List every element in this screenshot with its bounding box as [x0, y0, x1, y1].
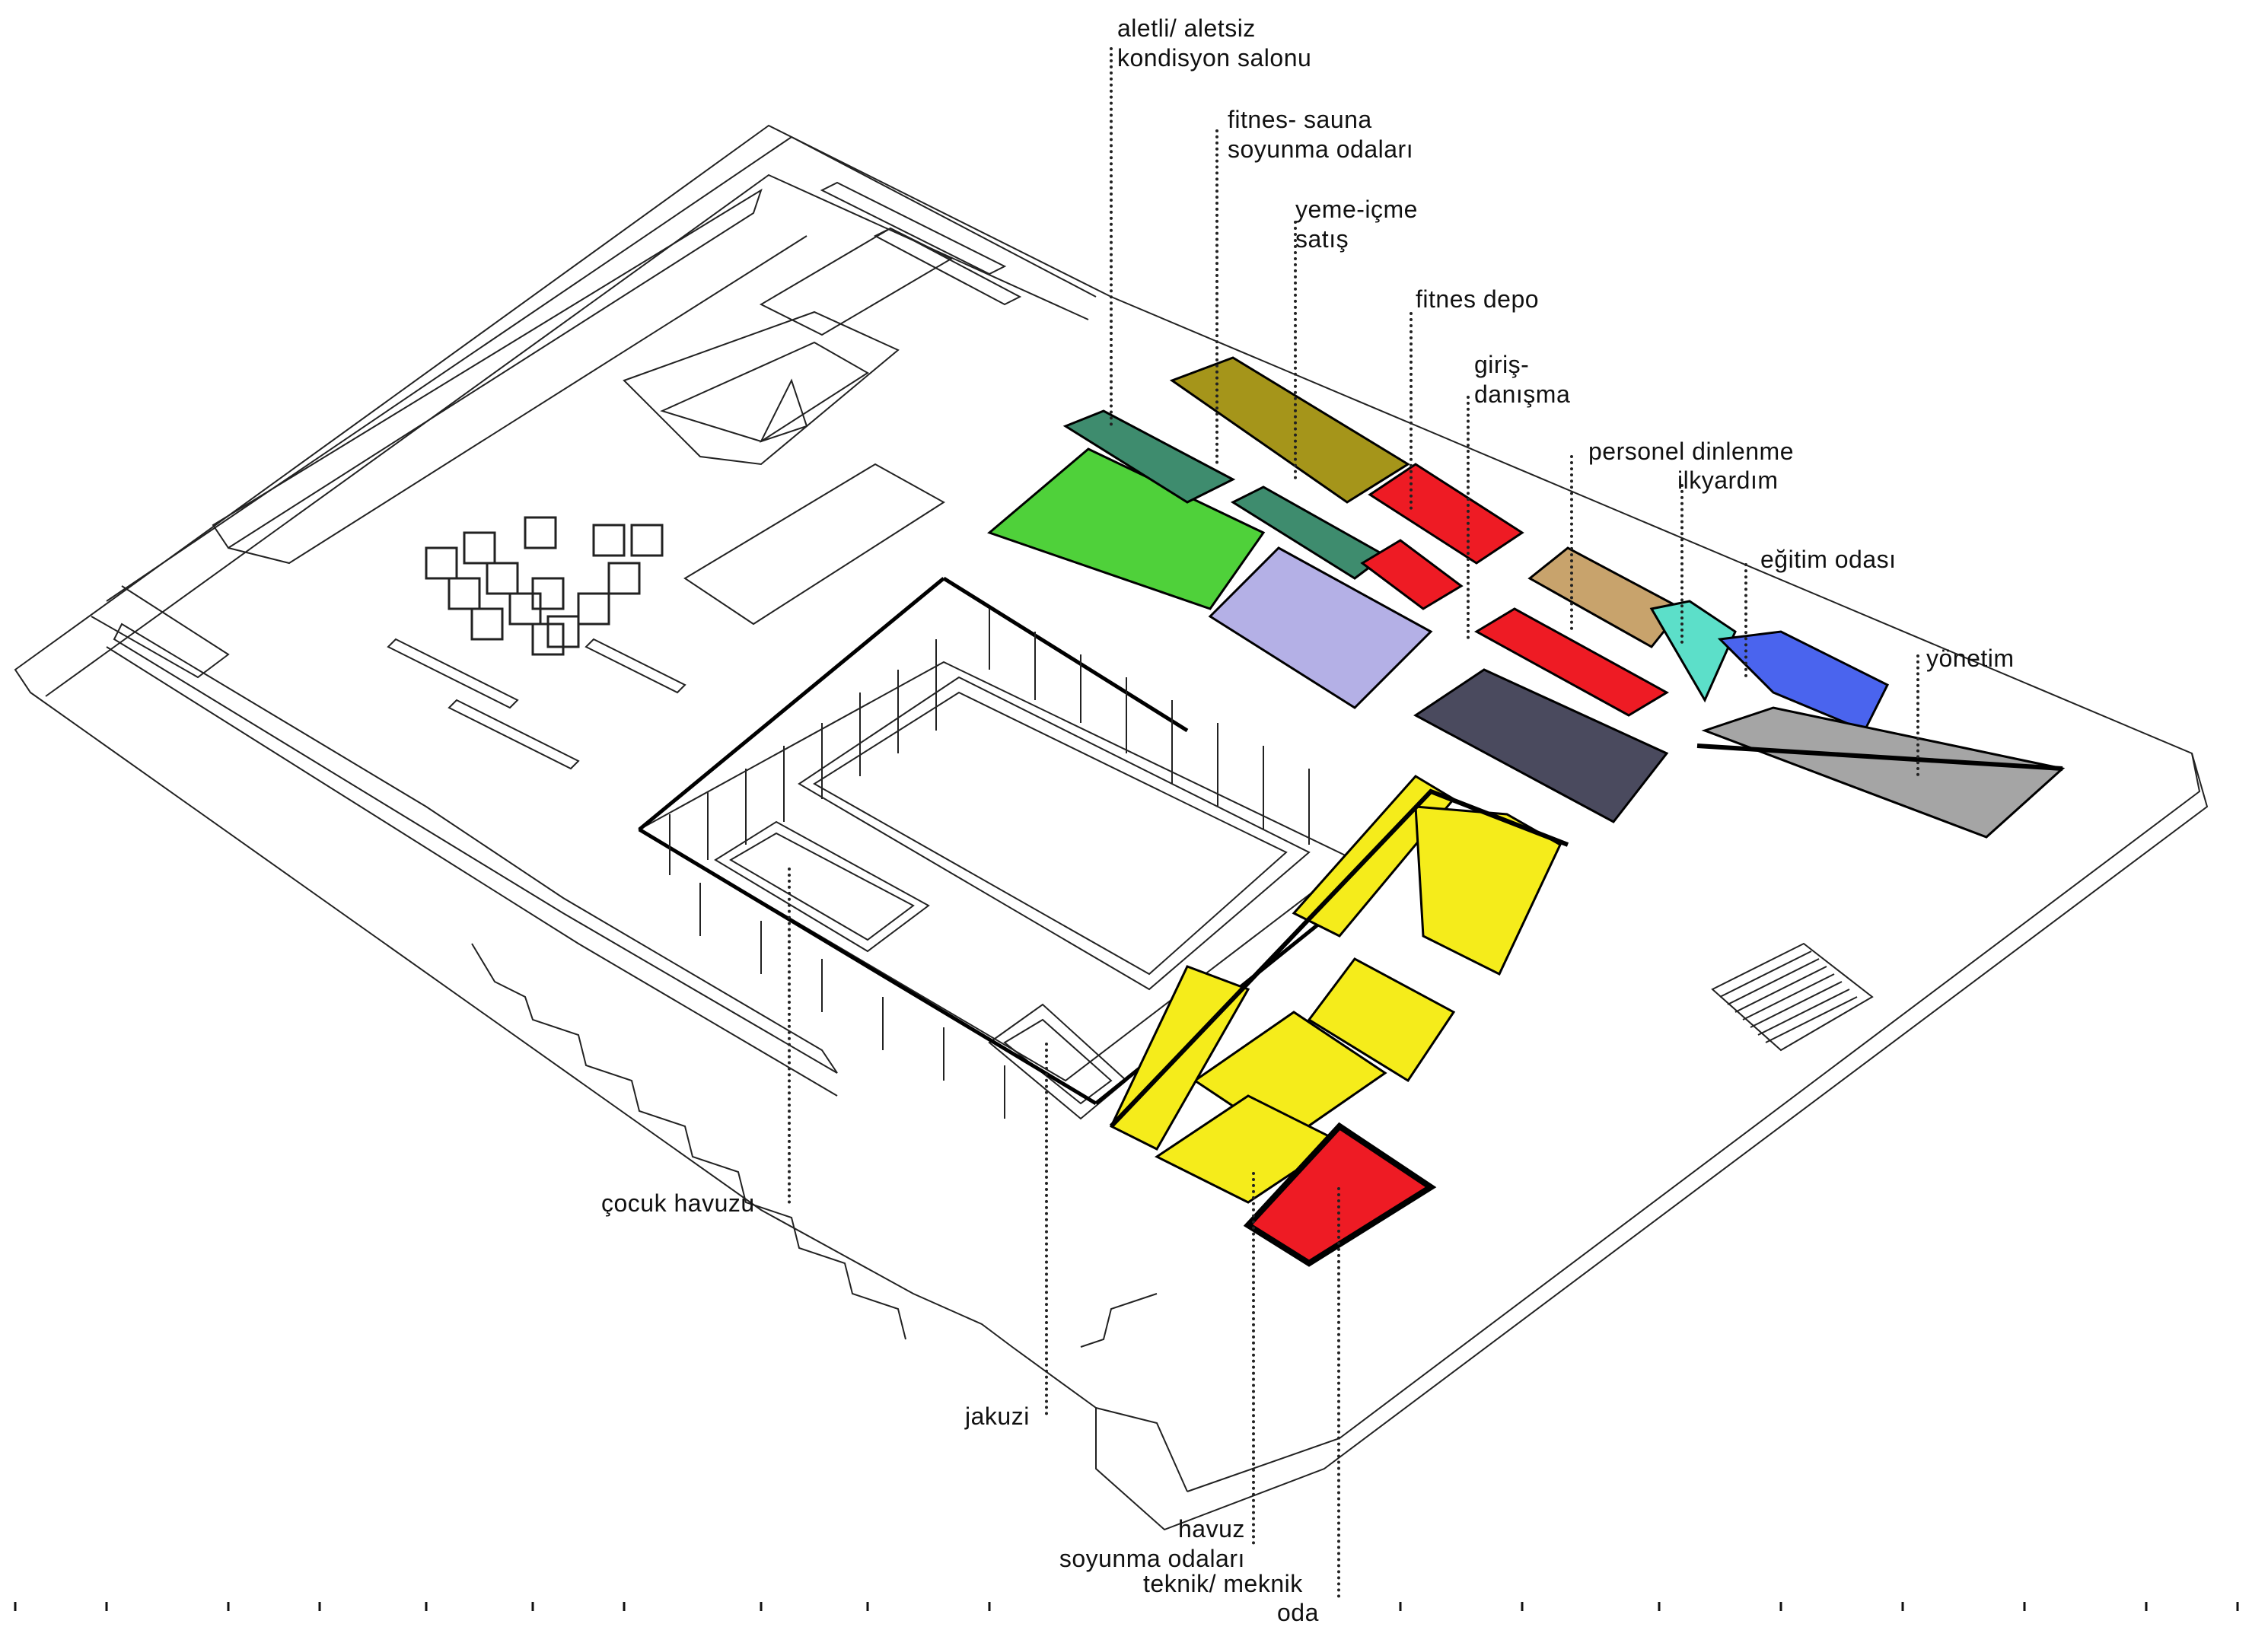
label-teknik-mekanik: teknik/ meknik oda [1143, 1570, 1319, 1626]
leader-giris [1467, 396, 1470, 639]
olive-block [1169, 356, 1410, 504]
label-cocuk-havuzu: çocuk havuzu [601, 1189, 755, 1217]
jacuzzi [988, 1003, 1128, 1120]
leader-yonetim [1916, 654, 1919, 776]
yellow-block-3 [1307, 957, 1456, 1083]
leader-fitnes-sauna [1215, 129, 1218, 464]
label-fitnes-sauna: fitnes- sauna soyunma odaları [1228, 106, 1414, 163]
label-aletli-aletsiz: aletli/ aletsiz kondisyon salonu [1117, 14, 1312, 72]
label-giris-danisma: giriş- danışma [1474, 351, 1571, 408]
label-ilkyardim: ilkyardım [1677, 466, 1779, 494]
label-yeme-icme: yeme-içme satış [1295, 196, 1418, 253]
leader-personel [1570, 455, 1573, 630]
leader-fitnes-depo [1410, 312, 1413, 510]
label-egitim-odasi: eğitim odası [1760, 546, 1897, 573]
fitnes-depo-red [1368, 463, 1524, 565]
label-yonetim: yönetim [1926, 645, 2015, 672]
red-lower [1360, 539, 1464, 610]
main-pool [798, 676, 1311, 991]
label-personel-dinlenme: personel dinlenme [1588, 438, 1794, 465]
label-havuz-soyunma: havuz soyunma odaları [1059, 1515, 1245, 1572]
blue-block [1717, 630, 1890, 732]
leader-ilkyardim [1680, 484, 1683, 644]
leader-jakuzi [1045, 1043, 1048, 1415]
leader-havuz-soyunma [1252, 1172, 1255, 1545]
yonetim-gray [1701, 706, 2066, 839]
label-jakuzi: jakuzi [965, 1403, 1030, 1430]
child-pool [714, 820, 930, 953]
slate-block [1413, 668, 1669, 823]
site-outline [14, 124, 2209, 1531]
lavender-block [1208, 546, 1433, 709]
kondisyon-dark [1062, 409, 1236, 504]
label-fitnes-depo: fitnes depo [1416, 285, 1540, 313]
leader-aletli [1110, 47, 1113, 426]
kondisyon-salonu [987, 447, 1266, 610]
leader-teknik [1337, 1187, 1340, 1598]
leader-yeme-icme [1294, 221, 1297, 479]
stairs [1711, 942, 1874, 1052]
teal-block [1649, 600, 1737, 703]
leader-egitim [1744, 563, 1747, 677]
leader-cocuk [788, 868, 791, 1204]
danisma-red [1473, 607, 1670, 717]
pool-courtyard [637, 661, 1356, 1082]
